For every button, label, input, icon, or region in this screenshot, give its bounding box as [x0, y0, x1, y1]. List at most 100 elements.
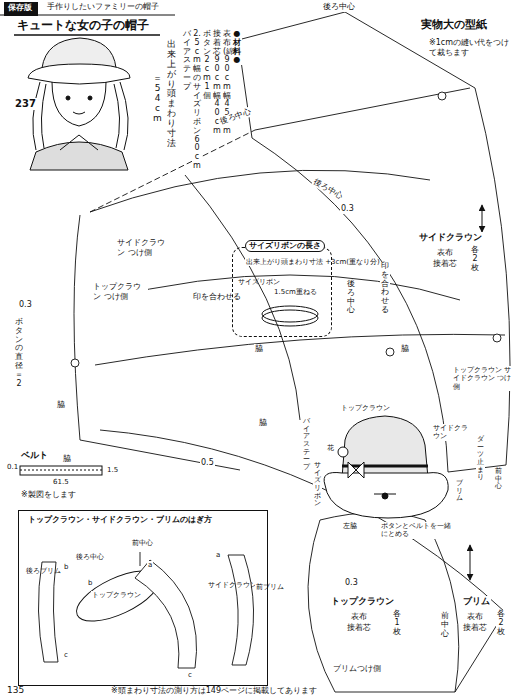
- pattern-outline: [90, 170, 430, 212]
- girl-illustration: [28, 64, 130, 84]
- tag-box: 保存版: [4, 2, 38, 16]
- pattern-label: 印を合わせる: [380, 262, 390, 315]
- pattern-outline: [238, 12, 510, 472]
- pattern-label: 各1枚: [392, 610, 402, 636]
- pattern-label: ベルト: [20, 450, 49, 461]
- pattern-label: バイアステープ: [302, 418, 311, 472]
- pattern-label: 0.1: [6, 463, 19, 471]
- box-text: c: [63, 651, 69, 659]
- pattern-label: ダーツ止まり: [476, 436, 485, 482]
- girl-illustration: [73, 112, 85, 114]
- pattern-label: 61.5: [52, 478, 70, 486]
- pattern-label: 0.3: [18, 300, 33, 310]
- pattern-outline: [95, 334, 505, 365]
- pattern-label: 脇: [258, 418, 268, 428]
- hat-illustration: [342, 465, 428, 468]
- pattern-label: トップクラウン: [340, 404, 391, 412]
- notch-mark: [71, 92, 501, 367]
- pattern-label: ボタンとベルトを一緒にとめる: [380, 522, 456, 539]
- pattern-label: 脇: [62, 454, 72, 464]
- pattern-outline: [255, 88, 470, 130]
- girl-illustration: [30, 142, 128, 170]
- box-text: a: [215, 551, 221, 559]
- pattern-label: 表布: [466, 612, 484, 622]
- pattern-label: 0.3: [344, 578, 359, 588]
- box-text: サイドクラウン: [207, 581, 216, 589]
- header-rule: [14, 34, 160, 36]
- box-text: 後ろブリム: [25, 567, 34, 575]
- pattern-label: 手作りしたいファミリーの帽子: [46, 2, 160, 12]
- pattern-label: 脇: [254, 344, 264, 354]
- pattern-label: 後ろ中心: [322, 2, 356, 12]
- box-text: b: [87, 579, 93, 587]
- box-text: 出来上がり頭まわり寸法 +3cm(重なり分): [245, 258, 327, 266]
- belt-piece: [20, 466, 102, 475]
- pattern-label: 左脇: [342, 522, 358, 530]
- pattern-outline: [100, 275, 460, 300]
- hat-illustration: [342, 416, 428, 478]
- pattern-label: トップクラウン: [330, 596, 395, 607]
- assembly-piece: [135, 560, 197, 668]
- pattern-label: 表布: [436, 248, 454, 258]
- box-text: b: [63, 563, 69, 571]
- notch-mark: [438, 92, 446, 100]
- pattern-label: ※製図をします: [20, 490, 77, 500]
- pattern-label: バイアステープ: [182, 30, 192, 92]
- notch-mark: [386, 348, 394, 356]
- pattern-label: ブリムつけ側: [332, 664, 382, 674]
- pattern-label: ＝54cm: [152, 74, 163, 123]
- box-text: c: [187, 671, 193, 679]
- box-heading: トップクラウン・サイドクラウン・ブリムのはぎ方: [27, 515, 213, 525]
- girl-illustration: [60, 135, 98, 150]
- hat-illustration: [324, 416, 448, 518]
- size-ribbon-ring: [262, 310, 318, 326]
- box-text: 前ブリム: [255, 583, 264, 591]
- pattern-outline: [80, 440, 240, 470]
- pattern-label: ※1cmの縫い代をつけて裁ちます: [428, 38, 514, 57]
- girl-illustration: [88, 96, 92, 100]
- girl-illustration: [42, 38, 116, 68]
- pattern-label: サイドクラウン: [432, 424, 472, 441]
- notch-mark: [71, 359, 79, 367]
- pattern-label: 表布: [350, 612, 368, 622]
- pattern-label: 脇: [56, 400, 66, 410]
- page-title: キュートな女の子の帽子: [16, 18, 150, 32]
- box-text: 前中心: [131, 539, 154, 547]
- grain-arrow: [482, 205, 483, 232]
- hat-illustration: [374, 494, 396, 495]
- pattern-label: 出来上がり頭まわり寸法: [166, 40, 177, 149]
- pattern-label: 花: [326, 444, 335, 452]
- pattern-label: 前中心: [494, 468, 503, 491]
- pattern-label: 脇: [400, 344, 410, 354]
- pattern-label: 各2枚: [496, 610, 506, 636]
- pattern-label: ボタンの直径＝2: [14, 318, 24, 388]
- header-rule: [0, 15, 175, 35]
- size-ribbon-box: サイズリボンの長さ出来上がり頭まわり寸法 +3cm(重なり分)1.5cm重ねるサ…: [232, 247, 332, 337]
- pattern-outline: [308, 513, 459, 693]
- pattern-label: ブリム: [455, 480, 464, 503]
- pattern-label: ※頭まわり寸法の測り方は149ページに掲載してあります: [110, 686, 318, 696]
- girl-illustration: [66, 96, 70, 100]
- girl-illustration: [28, 38, 130, 170]
- pattern-label: サイズリボン: [313, 462, 322, 508]
- box-text: a: [147, 561, 153, 569]
- pattern-label: 接着芯: [432, 259, 458, 269]
- assembly-piece: [140, 552, 141, 566]
- box-text: トップクラウン: [91, 591, 142, 599]
- pattern-label: 接着芯: [462, 623, 488, 633]
- pattern-label: 2.5cm幅のサイズリボン60cm: [192, 30, 202, 171]
- pattern-label: トップクラウン つけ側: [92, 282, 148, 301]
- pattern-outline: [185, 175, 300, 420]
- box-text: 1.5cm重ねる: [273, 288, 318, 296]
- notch-mark: [493, 334, 501, 342]
- belt-piece: [20, 466, 102, 475]
- pattern-label: 後ろ中心: [311, 176, 345, 201]
- size-ribbon-ring: [262, 306, 318, 326]
- pattern-outline: [74, 215, 80, 440]
- pattern-label: トップクラウン サイドクラウン つけ側: [452, 366, 516, 391]
- hat-illustration: [348, 462, 364, 478]
- pattern-label: 0.5: [200, 458, 215, 468]
- grain-arrow: [470, 205, 482, 580]
- box-heading: サイズリボンの長さ: [245, 240, 325, 252]
